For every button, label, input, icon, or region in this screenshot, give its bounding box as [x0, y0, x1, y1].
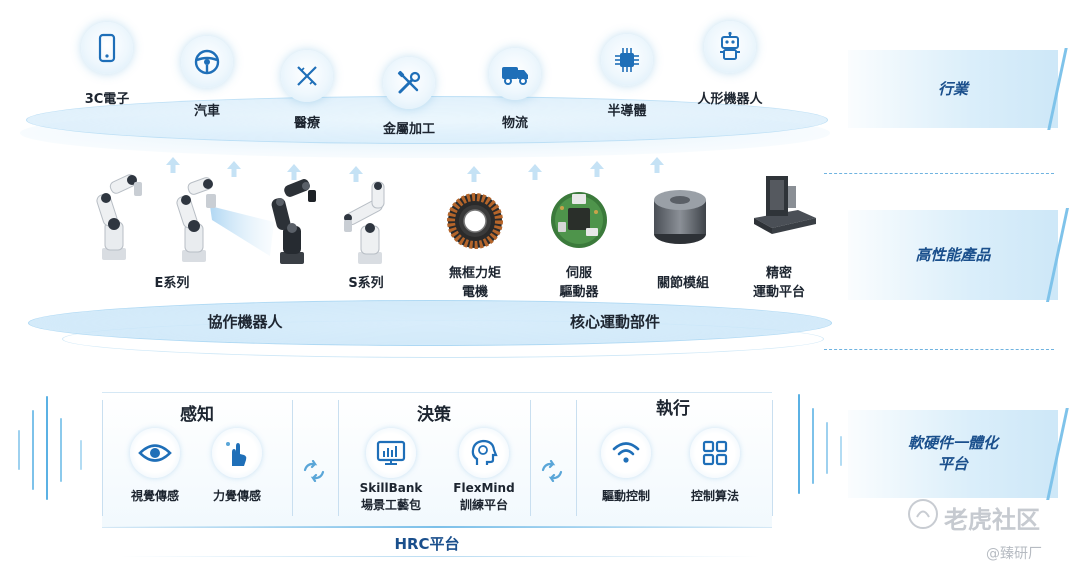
divider-dashed-1 — [824, 173, 1054, 174]
flexmind-name: FlexMind — [453, 481, 515, 495]
section-divider — [292, 400, 293, 516]
industry-panel-label: 行業 — [937, 79, 968, 98]
section-divider — [576, 400, 577, 516]
industry-label-metal: 金屬加工 — [382, 122, 436, 137]
industry-label-3c: 3C電子 — [84, 92, 130, 107]
flexmind-desc: 訓練平台 — [459, 498, 509, 512]
up-arrow-icon — [349, 166, 363, 182]
skillbank-desc: 場景工藝包 — [360, 498, 422, 512]
motor-label-line2: 電機 — [461, 285, 489, 300]
up-arrow-icon — [287, 164, 301, 180]
product-label-e-series: E系列 — [154, 276, 190, 291]
industry-label-logistics: 物流 — [501, 116, 529, 131]
industry-label-medical: 醫療 — [293, 116, 321, 131]
section-divider — [102, 400, 103, 516]
grid-apps-icon — [690, 428, 740, 478]
precision-motion-stage — [754, 176, 816, 234]
hrc-platform-bottomline — [120, 556, 760, 557]
glow-line — [826, 422, 828, 474]
dna-icon — [281, 50, 333, 102]
product-label-motor: 無框力矩電機 — [449, 264, 501, 302]
delivery-truck-icon — [489, 48, 541, 100]
section-divider — [338, 400, 339, 516]
motor-label-line1: 無框力矩 — [448, 266, 502, 281]
stage-label-line2: 運動平台 — [752, 285, 806, 300]
touch-hand-icon — [212, 428, 262, 478]
frameless-torque-motor — [447, 193, 503, 249]
product-disc — [28, 300, 832, 346]
skillbank-label: SkillBank 場景工藝包 — [360, 480, 423, 514]
s-series-robot-arm — [344, 181, 385, 264]
glow-line — [46, 396, 48, 500]
chip-icon — [601, 34, 653, 86]
drive-control-label: 驅動控制 — [601, 489, 651, 503]
up-arrow-icon — [227, 161, 241, 177]
up-arrow-icon — [590, 161, 604, 177]
cobot-group-label: 協作機器人 — [207, 313, 283, 331]
industry-disc — [26, 96, 828, 144]
up-arrow-icon — [467, 166, 481, 182]
hrc-platform-underline — [102, 526, 772, 528]
skillbank-name: SkillBank — [359, 481, 423, 495]
product-label-s-series: S系列 — [348, 276, 384, 291]
up-arrow-icon — [528, 164, 542, 180]
vision-sensing-label: 視覺傳感 — [130, 489, 180, 503]
glow-line — [798, 394, 800, 494]
glow-line — [18, 430, 20, 470]
flexmind-label: FlexMind 訓練平台 — [453, 480, 514, 514]
glow-line — [840, 436, 842, 466]
industry-label-humanoid: 人形機器人 — [697, 92, 763, 107]
divider-dashed-2 — [824, 349, 1054, 350]
section-title-perception: 感知 — [180, 405, 214, 425]
product-panel-label: 高性能產品 — [915, 245, 991, 264]
section-divider — [530, 400, 531, 516]
up-arrow-icon — [166, 157, 180, 173]
steering-wheel-icon — [181, 36, 233, 88]
watermark-sub: @臻研厂 — [986, 546, 1042, 562]
joint-module — [654, 190, 706, 244]
servo-label-line1: 伺服 — [565, 266, 593, 281]
glow-line — [60, 418, 62, 482]
robot-icon — [704, 21, 756, 73]
brain-head-icon — [459, 428, 509, 478]
section-title-execution: 執行 — [656, 399, 690, 419]
cycle-arrows-icon — [541, 460, 563, 482]
product-label-stage: 精密運動平台 — [753, 264, 805, 302]
stage-label-line1: 精密 — [765, 266, 793, 281]
tiger-logo-icon — [908, 499, 938, 529]
black-robot-arm — [271, 179, 316, 264]
product-panel: 高性能產品 — [848, 210, 1058, 300]
cycle-arrows-icon — [303, 460, 325, 482]
e-series-robot-arm-2 — [176, 177, 274, 262]
industry-panel: 行業 — [848, 50, 1058, 128]
servo-label-line2: 驅動器 — [559, 285, 599, 300]
platform-panel-label: 軟硬件一體化平台 — [907, 434, 998, 473]
servo-driver — [551, 192, 607, 248]
glow-line — [812, 408, 814, 484]
industry-label-semiconductor: 半導體 — [607, 104, 647, 119]
glow-line — [80, 440, 82, 470]
industry-label-auto: 汽車 — [193, 104, 221, 119]
glow-line — [32, 410, 34, 490]
section-divider — [772, 400, 773, 516]
tools-icon — [383, 57, 435, 109]
eye-icon — [130, 428, 180, 478]
product-label-joint: 關節模組 — [656, 276, 710, 291]
section-title-decision: 決策 — [417, 405, 451, 425]
motion-parts-group-label: 核心運動部件 — [569, 313, 661, 331]
e-series-robot-arm-1 — [96, 174, 142, 260]
wireless-signal-icon — [601, 428, 651, 478]
watermark-main: 老虎社区 — [944, 506, 1040, 534]
smartphone-icon — [81, 22, 133, 74]
platform-panel: 軟硬件一體化平台 — [848, 410, 1058, 498]
product-label-servo: 伺服驅動器 — [559, 264, 598, 302]
control-algorithm-label: 控制算法 — [690, 489, 740, 503]
up-arrow-icon — [650, 157, 664, 173]
hrc-platform-label: HRC平台 — [394, 535, 460, 553]
force-sensing-label: 力覺傳感 — [212, 489, 262, 503]
monitor-chart-icon — [366, 428, 416, 478]
